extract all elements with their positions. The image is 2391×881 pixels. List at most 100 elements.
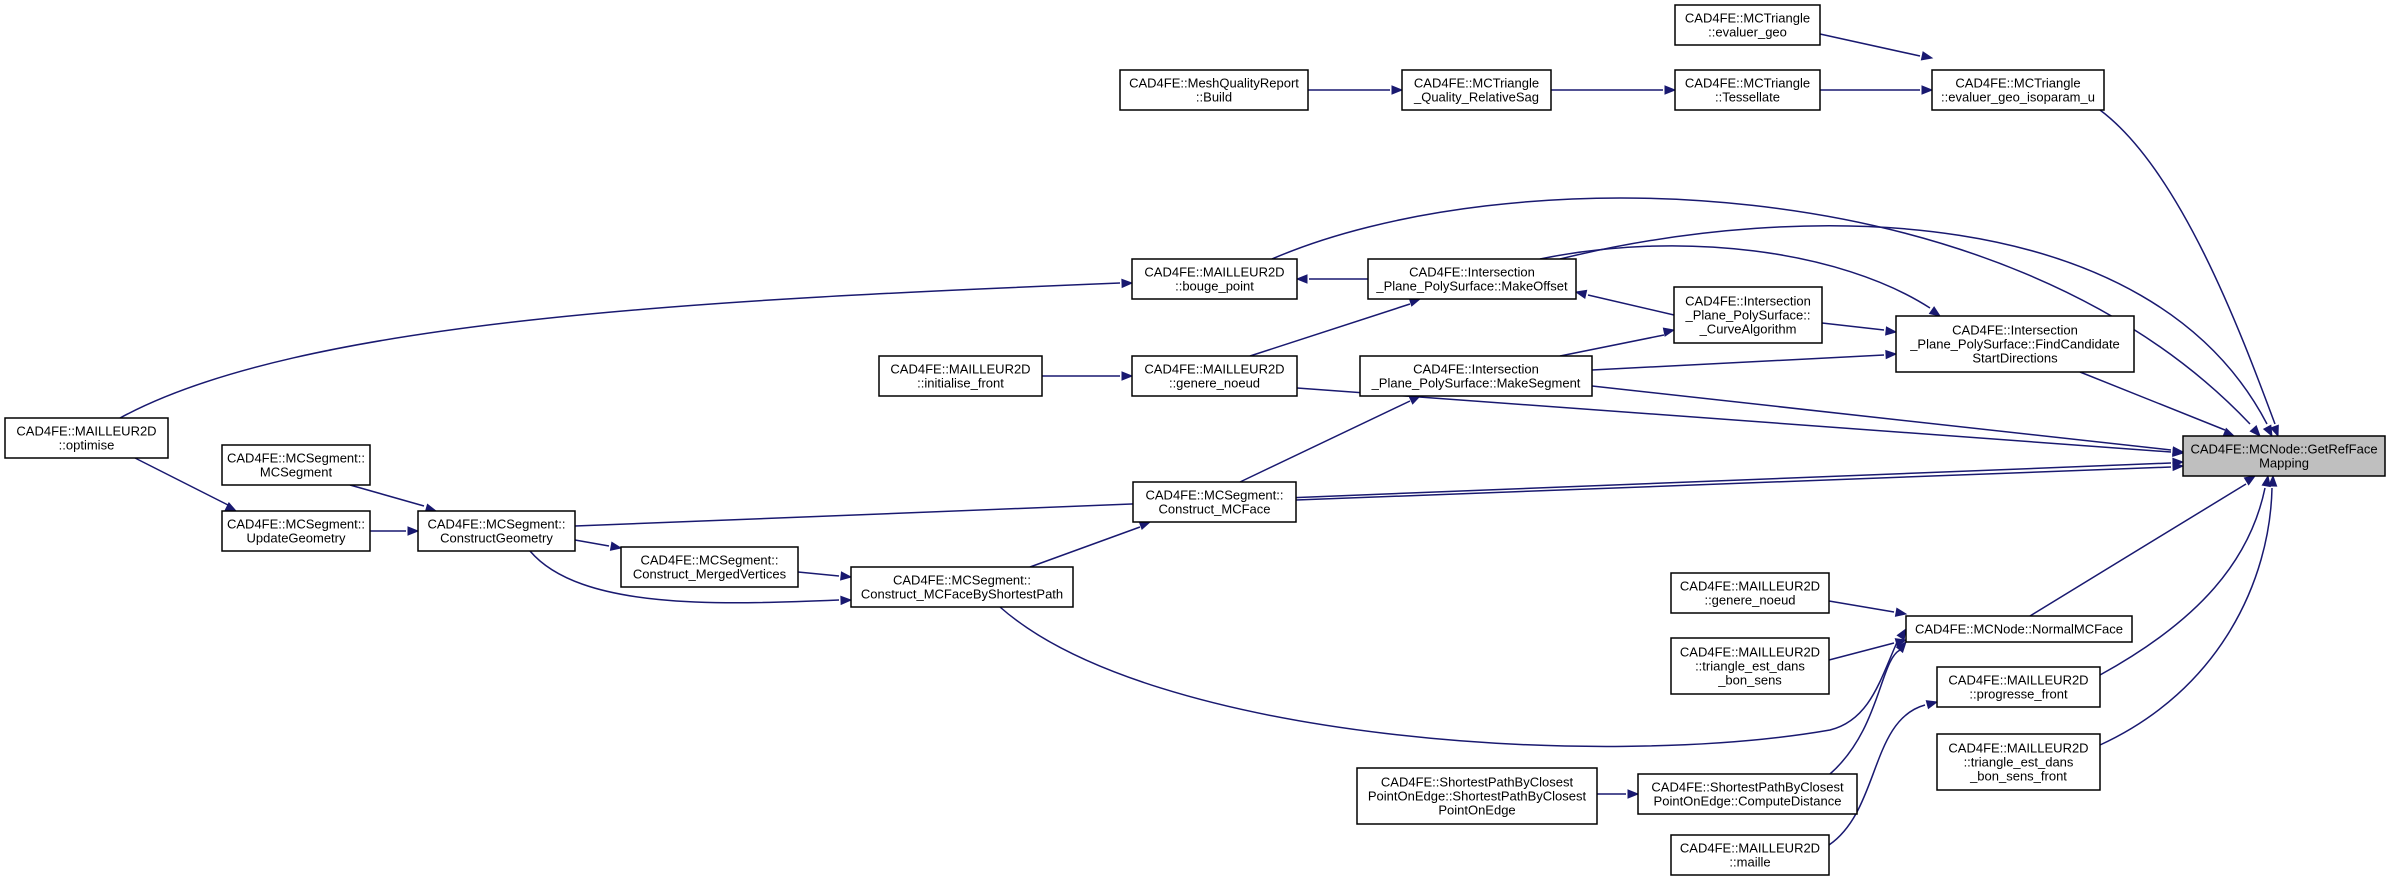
node-label-line: CAD4FE::MeshQualityReport	[1129, 76, 1299, 91]
node-box[interactable]	[1674, 69, 1821, 111]
node-box[interactable]	[1356, 767, 1598, 825]
arrowhead-icon	[1894, 607, 1908, 617]
node-label-line: CAD4FE::Intersection	[1685, 294, 1811, 309]
root-node-box[interactable]	[2182, 435, 2386, 477]
node-label-line: _CurveAlgorithm	[1699, 322, 1797, 337]
node-label-line: CAD4FE::MCNode::NormalMCFace	[1915, 622, 2123, 637]
node-label-line: CAD4FE::MCSegment::	[227, 517, 365, 532]
node-constructgeometry[interactable]: CAD4FE::MCSegment::ConstructGeometry	[417, 510, 576, 552]
edge-constructgeometry-to-construct_mergedvertices	[574, 539, 623, 551]
node-box[interactable]	[1670, 572, 1830, 614]
node-label-line: CAD4FE::MAILLEUR2D	[1948, 673, 2088, 688]
node-maille[interactable]: CAD4FE::MAILLEUR2D::maille	[1670, 834, 1830, 876]
node-box[interactable]	[4, 417, 169, 459]
node-construct_mcface[interactable]: CAD4FE::MCSegment::Construct_MCFace	[1132, 481, 1297, 523]
edge-line	[2099, 487, 2266, 676]
node-initialise_front[interactable]: CAD4FE::MAILLEUR2D::initialise_front	[878, 355, 1043, 397]
edge-line	[1559, 225, 2268, 425]
edge-genere_noeud_2-to-normalmcface	[1828, 600, 1908, 617]
arrowhead-icon	[1895, 640, 1907, 654]
node-box[interactable]	[1119, 69, 1309, 111]
node-box[interactable]	[1905, 615, 2133, 643]
arrowhead-icon	[1896, 627, 1907, 641]
node-computedistance[interactable]: CAD4FE::ShortestPathByClosestPointOnEdge…	[1637, 773, 1858, 815]
node-label-line: ::progresse_front	[1969, 687, 2068, 702]
edge-line	[1296, 387, 2172, 453]
node-progresse_front[interactable]: CAD4FE::MAILLEUR2D::progresse_front	[1936, 666, 2101, 708]
edge-line	[1829, 649, 1901, 775]
node-optimise[interactable]: CAD4FE::MAILLEUR2D::optimise	[4, 417, 169, 459]
node-evaluer_geo_isoparam_u[interactable]: CAD4FE::MCTriangle::evaluer_geo_isoparam…	[1931, 69, 2105, 111]
node-label-line: PointOnEdge::ComputeDistance	[1654, 794, 1842, 809]
edge-line	[119, 282, 1121, 419]
node-evaluer_geo[interactable]: CAD4FE::MCTriangle::evaluer_geo	[1674, 4, 1821, 46]
node-normalmcface[interactable]: CAD4FE::MCNode::NormalMCFace	[1905, 615, 2133, 643]
node-box[interactable]	[1673, 286, 1823, 344]
edge-makeoffset-to-findcandidate	[1539, 245, 1942, 317]
edge-findcandidate-to-getrefface	[2079, 371, 2236, 437]
node-label-line: ::bouge_point	[1175, 279, 1254, 294]
node-box[interactable]	[1895, 315, 2135, 373]
edge-line	[2029, 483, 2247, 617]
node-box[interactable]	[1132, 481, 1297, 523]
node-updategeometry[interactable]: CAD4FE::MCSegment::UpdateGeometry	[221, 510, 371, 552]
node-box[interactable]	[1936, 733, 2101, 791]
arrowhead-icon	[1885, 349, 1898, 360]
node-label-line: PointOnEdge::ShortestPathByClosest	[1368, 789, 1587, 804]
node-makesegment[interactable]: CAD4FE::Intersection_Plane_PolySurface::…	[1359, 355, 1593, 397]
edge-curvealgorithm-to-findcandidate	[1821, 322, 1898, 336]
edge-computedistance-to-normalmcface	[1829, 640, 1907, 775]
edge-line	[797, 571, 840, 577]
node-box[interactable]	[1670, 834, 1830, 876]
node-label-line: CAD4FE::MAILLEUR2D	[1144, 362, 1284, 377]
node-box[interactable]	[1131, 355, 1298, 397]
node-curvealgorithm[interactable]: CAD4FE::Intersection_Plane_PolySurface::…	[1673, 286, 1823, 344]
node-box[interactable]	[1637, 773, 1858, 815]
node-label-line: ConstructGeometry	[440, 531, 553, 546]
node-construct_mcfacebyshortestpath[interactable]: CAD4FE::MCSegment::Construct_MCFaceBySho…	[850, 566, 1074, 608]
node-label-line: ::optimise	[59, 438, 115, 453]
node-box[interactable]	[850, 566, 1074, 608]
node-box[interactable]	[417, 510, 576, 552]
node-box[interactable]	[1670, 637, 1830, 695]
edge-makesegment-to-getrefface	[1591, 385, 2185, 456]
node-tessellate[interactable]: CAD4FE::MCTriangle::Tessellate	[1674, 69, 1821, 111]
node-box[interactable]	[1931, 69, 2105, 111]
arrowhead-icon	[1885, 326, 1898, 336]
node-findcandidate[interactable]: CAD4FE::Intersection_Plane_PolySurface::…	[1895, 315, 2135, 373]
node-box[interactable]	[1367, 258, 1577, 300]
edge-line	[1587, 294, 1675, 316]
node-label-line: ::triangle_est_dans	[1695, 659, 1805, 674]
edge-constructgeometry-to-getrefface	[574, 457, 2185, 527]
node-box[interactable]	[221, 444, 371, 486]
arrowhead-icon	[1662, 327, 1676, 337]
node-quality_relativesag[interactable]: CAD4FE::MCTriangle_Quality_RelativeSag	[1401, 69, 1552, 111]
node-box[interactable]	[878, 355, 1043, 397]
edge-mcsegment_ctor-to-constructgeometry	[349, 484, 438, 513]
node-makeoffset[interactable]: CAD4FE::Intersection_Plane_PolySurface::…	[1367, 258, 1577, 300]
node-construct_mergedvertices[interactable]: CAD4FE::MCSegment::Construct_MergedVerti…	[620, 546, 799, 588]
node-box[interactable]	[1674, 4, 1821, 46]
node-label-line: _bon_sens	[1717, 673, 1782, 688]
node-mcsegment_ctor[interactable]: CAD4FE::MCSegment::MCSegment	[221, 444, 371, 486]
node-label-line: ::triangle_est_dans	[1964, 755, 2074, 770]
edge-line	[574, 539, 610, 547]
node-box[interactable]	[1131, 258, 1298, 300]
node-genere_noeud_2[interactable]: CAD4FE::MAILLEUR2D::genere_noeud	[1670, 572, 1830, 614]
node-triangle_est_dans_bon_sens[interactable]: CAD4FE::MAILLEUR2D::triangle_est_dans_bo…	[1670, 637, 1830, 695]
edge-progresse_front-to-getrefface	[2099, 474, 2271, 676]
node-box[interactable]	[1359, 355, 1593, 397]
node-genere_noeud_1[interactable]: CAD4FE::MAILLEUR2D::genere_noeud	[1131, 355, 1298, 397]
node-shortestpath_ctor[interactable]: CAD4FE::ShortestPathByClosestPointOnEdge…	[1356, 767, 1598, 825]
node-label-line: CAD4FE::MCSegment::	[428, 517, 566, 532]
node-box[interactable]	[1401, 69, 1552, 111]
node-triangle_est_dans_bon_sens_front[interactable]: CAD4FE::MAILLEUR2D::triangle_est_dans_bo…	[1936, 733, 2101, 791]
node-box[interactable]	[620, 546, 799, 588]
node-label-line: CAD4FE::MCTriangle	[1685, 76, 1810, 91]
node-box[interactable]	[221, 510, 371, 552]
node-box[interactable]	[1936, 666, 2101, 708]
node-meshqualityreport_build[interactable]: CAD4FE::MeshQualityReport::Build	[1119, 69, 1309, 111]
node-bouge_point[interactable]: CAD4FE::MAILLEUR2D::bouge_point	[1131, 258, 1298, 300]
